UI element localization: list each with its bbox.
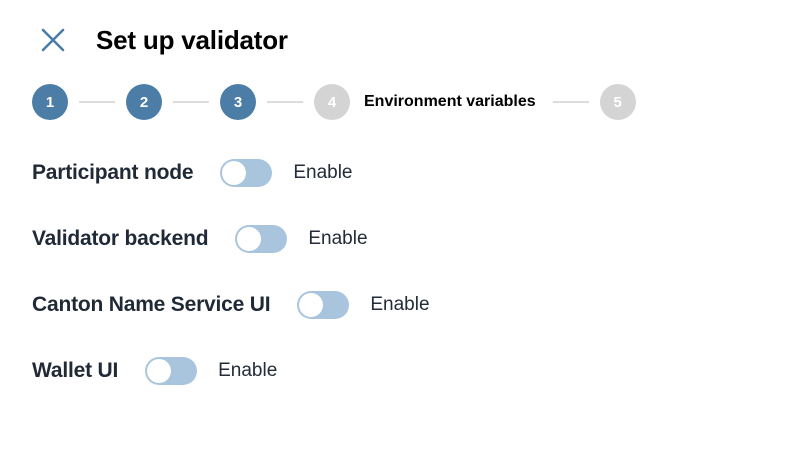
- step-4-number: 4: [327, 93, 337, 111]
- setting-label: Validator backend: [32, 227, 209, 250]
- step-5-number: 5: [613, 93, 622, 111]
- close-icon: [39, 26, 67, 54]
- toggle-knob: [237, 227, 262, 251]
- step-connector-4: [552, 101, 589, 103]
- toggle-knob: [299, 293, 324, 317]
- step-3[interactable]: 3: [220, 84, 256, 120]
- toggle-knob: [222, 161, 247, 185]
- setting-label: Participant node: [32, 161, 194, 184]
- enable-label: Enable: [370, 294, 430, 315]
- page-header: Set up validator: [0, 0, 810, 60]
- step-5[interactable]: 5: [599, 84, 636, 120]
- enable-label: Enable: [293, 162, 353, 183]
- toggle-participant-node[interactable]: [220, 159, 273, 187]
- step-1[interactable]: 1: [32, 84, 68, 120]
- page-title: Set up validator: [96, 24, 288, 55]
- step-2[interactable]: 2: [126, 84, 162, 120]
- setting-row-participant-node: Participant node Enable: [32, 140, 810, 206]
- step-2-number: 2: [139, 93, 149, 111]
- toggle-knob: [147, 359, 172, 383]
- step-connector-1: [79, 101, 115, 103]
- step-4[interactable]: 4: [314, 84, 350, 120]
- enable-label: Enable: [218, 360, 278, 381]
- settings-list: Participant node Enable Validator backen…: [0, 140, 810, 404]
- stepper: 1 2 3 4 Environment variables 5: [32, 82, 810, 122]
- step-connector-2: [173, 101, 209, 103]
- toggle-canton-name-service-ui[interactable]: [297, 291, 350, 319]
- setting-row-canton-name-service-ui: Canton Name Service UI Enable: [32, 272, 810, 338]
- close-button[interactable]: [36, 23, 70, 57]
- enable-label: Enable: [308, 228, 368, 249]
- step-connector-3: [267, 101, 303, 103]
- step-3-number: 3: [233, 93, 243, 111]
- setting-label: Wallet UI: [32, 359, 119, 382]
- setting-row-validator-backend: Validator backend Enable: [32, 206, 810, 272]
- toggle-validator-backend[interactable]: [235, 225, 288, 253]
- setting-label: Canton Name Service UI: [32, 293, 271, 316]
- setting-row-wallet-ui: Wallet UI Enable: [32, 338, 810, 404]
- step-1-number: 1: [45, 93, 55, 111]
- toggle-wallet-ui[interactable]: [145, 357, 198, 385]
- current-step-label: Environment variables: [364, 93, 536, 110]
